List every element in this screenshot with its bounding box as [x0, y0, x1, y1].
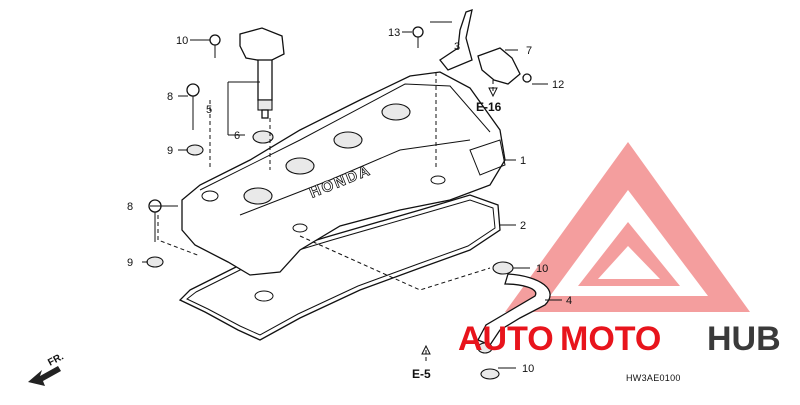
- callout-10a: 10: [536, 263, 548, 275]
- callout-2: 2: [520, 220, 526, 232]
- ref-e5: E-5: [412, 367, 431, 381]
- head-cover-part: HONDA: [181, 71, 506, 276]
- callout-12: 12: [552, 79, 564, 91]
- ignition-coil-part: [239, 27, 285, 119]
- hose-part: [477, 261, 551, 380]
- diagram-code: HW3AE0100: [626, 373, 681, 383]
- callout-10b: 10: [522, 363, 534, 375]
- callout-labels: 10 13 3 7 12 8 5 6 9 1 8 2 9 10 4 10: [127, 27, 572, 375]
- front-arrow-icon: FR.: [28, 351, 66, 386]
- watermark-auto: AUTO: [458, 320, 554, 358]
- callout-5: 5: [206, 104, 212, 116]
- callout-1: 1: [520, 155, 526, 167]
- watermark-hub: HUB: [707, 320, 781, 358]
- callout-4: 4: [566, 295, 572, 307]
- watermark-moto: MOTO: [560, 320, 661, 358]
- leader-lines: [142, 21, 562, 369]
- callout-6: 6: [234, 130, 240, 142]
- ref-e16: E-16: [476, 100, 502, 114]
- callout-3: 3: [454, 41, 460, 53]
- callout-13: 13: [388, 27, 400, 39]
- callout-11: 10: [176, 35, 188, 47]
- callout-8a: 8: [167, 91, 173, 103]
- watermark-logo: [505, 142, 750, 312]
- callout-7: 7: [526, 45, 532, 57]
- callout-8b: 8: [127, 201, 133, 213]
- watermark-text: AUTO MOTO HUB: [458, 320, 781, 358]
- ref-e5-arrow: [421, 344, 431, 355]
- front-label: FR.: [46, 351, 66, 368]
- ref-e16-arrow: [488, 87, 498, 98]
- callout-9a: 9: [167, 145, 173, 157]
- gasket-part: [178, 194, 501, 341]
- bracket-part: [439, 9, 532, 85]
- callout-9b: 9: [127, 257, 133, 269]
